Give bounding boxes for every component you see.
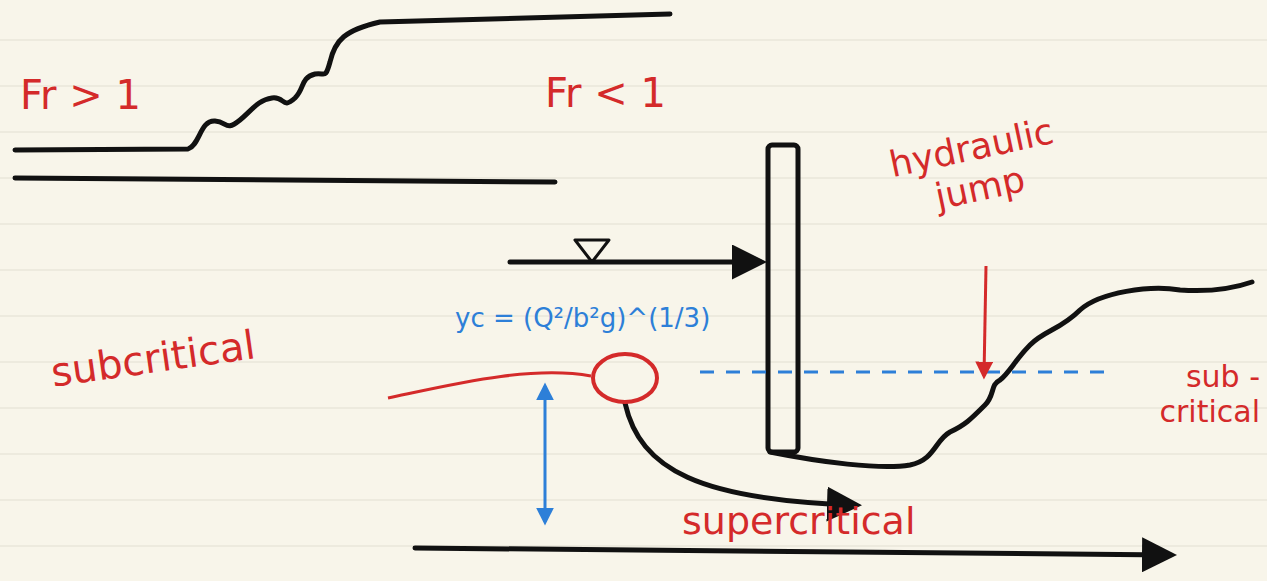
leader-arrow (984, 266, 986, 376)
water-surface-jump (15, 14, 670, 150)
channel-bed (15, 178, 555, 182)
leader-line (388, 373, 591, 398)
critical-depth-formula: yc = (Q²/b²g)^(1/3) (455, 304, 710, 334)
flow-regime-label: supercritical (682, 500, 915, 544)
flow-regime-label-holder: subcritical (48, 321, 258, 395)
froude-label: Fr < 1 (545, 70, 666, 116)
flow-regime-label: subcritical (48, 321, 258, 395)
hydraulic-jump-label: hydraulic jump (862, 105, 1090, 231)
flow-regime-label-holder: supercritical (682, 500, 915, 544)
downstream-surface (770, 282, 1252, 467)
depth-arrow (544, 386, 547, 522)
froude-label-holder: Fr < 1 (545, 70, 666, 116)
upstream-surface (510, 260, 760, 265)
hydraulic-jump-label-holder: hydraulic jump (862, 105, 1090, 231)
channel-bed (415, 548, 1170, 555)
critical-depth-formula-holder: yc = (Q²/b²g)^(1/3) (455, 304, 710, 334)
sluice-gate (768, 145, 798, 452)
flow-under-gate (625, 403, 855, 505)
highlight-circle (593, 354, 657, 402)
froude-label-holder: Fr > 1 (20, 72, 141, 118)
froude-label: Fr > 1 (20, 72, 141, 118)
critical-depth-line (700, 371, 1110, 374)
water-level-symbol (575, 240, 609, 262)
flow-regime-label: sub -critical (1088, 360, 1260, 429)
flow-regime-label-holder: sub -critical (1088, 360, 1260, 429)
ruled-lines (0, 40, 1267, 546)
